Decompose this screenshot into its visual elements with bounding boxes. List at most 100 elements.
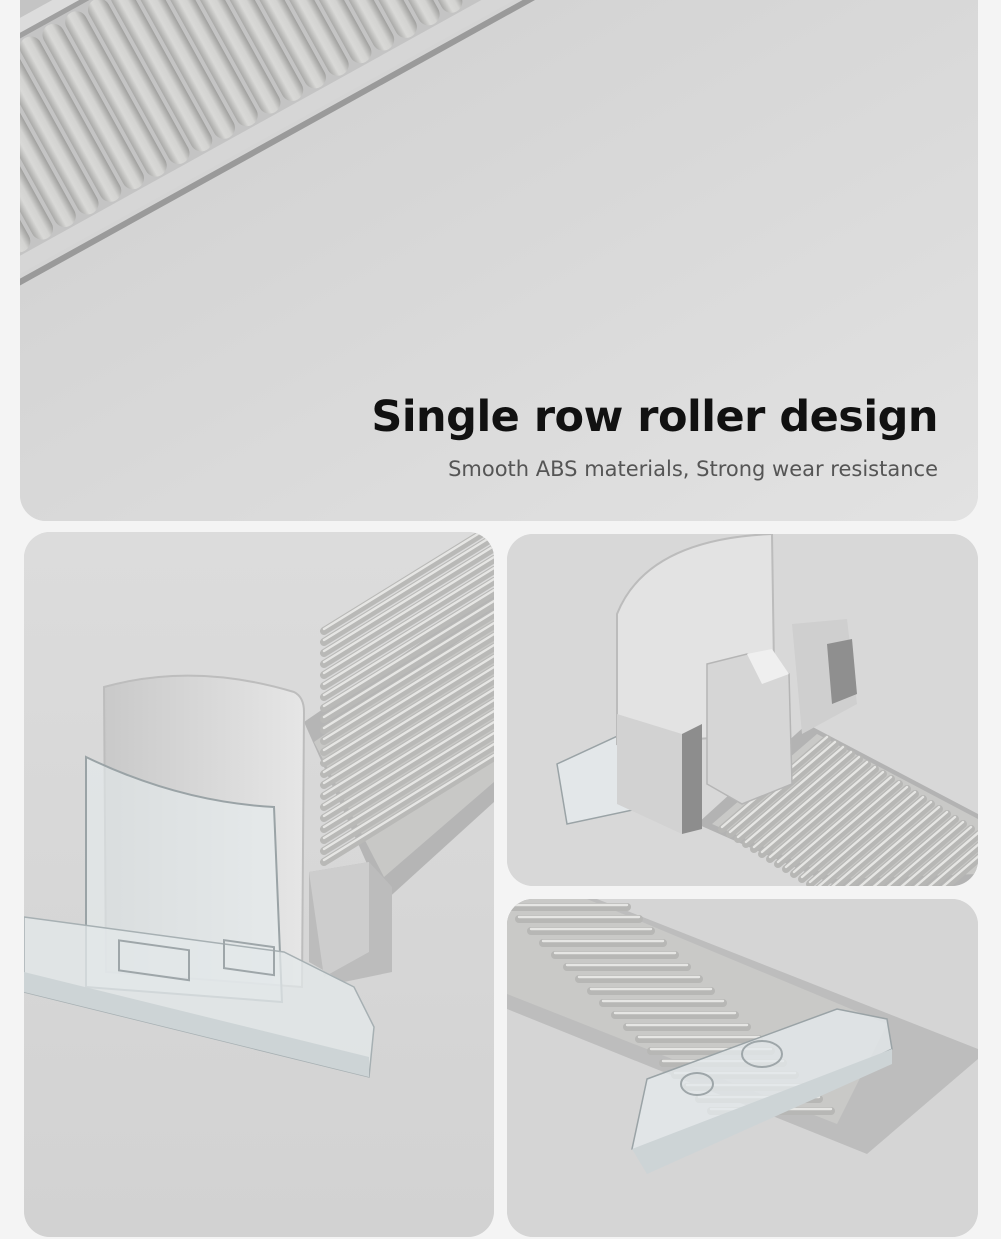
roller-highlight — [844, 805, 941, 886]
roller — [320, 610, 494, 723]
roller — [806, 790, 919, 886]
roller — [320, 665, 494, 778]
roller — [320, 599, 494, 712]
roller-highlight — [858, 810, 949, 886]
roller-highlight — [800, 785, 909, 879]
roller — [110, 0, 213, 152]
roller — [320, 555, 494, 668]
roller — [87, 0, 190, 165]
roller — [320, 532, 492, 635]
roller-highlight — [322, 621, 494, 730]
roller — [292, 0, 395, 51]
roller-highlight — [872, 815, 957, 886]
roller-highlight — [744, 750, 853, 844]
roller — [20, 36, 122, 202]
roller — [320, 731, 494, 844]
roller-highlight — [792, 780, 901, 874]
roller — [247, 0, 349, 76]
roller — [734, 745, 847, 843]
roller — [320, 566, 494, 679]
roller-highlight — [768, 765, 877, 859]
pusher-back-photo — [507, 534, 978, 886]
roller — [320, 753, 494, 866]
roller-highlight — [752, 755, 861, 849]
roller — [320, 687, 494, 800]
front-stop-photo — [507, 899, 978, 1237]
roller-highlight — [322, 610, 494, 719]
roller — [320, 742, 494, 855]
roller-highlight — [736, 745, 845, 839]
hero-photo-panel: Single row roller design Smooth ABS mate… — [20, 0, 978, 521]
roller — [815, 795, 927, 886]
roller-highlight — [914, 831, 978, 886]
roller-highlight — [941, 854, 978, 886]
roller-highlight — [322, 588, 494, 697]
roller — [843, 805, 943, 886]
roller — [726, 740, 839, 838]
roller — [926, 841, 978, 886]
roller — [320, 676, 494, 789]
roller-highlight — [322, 654, 494, 763]
headline-subtitle: Smooth ABS materials, Strong wear resist… — [448, 457, 938, 481]
roller — [133, 0, 235, 139]
roller-highlight — [322, 676, 494, 785]
pusher-front-photo — [24, 532, 494, 1237]
roller — [320, 709, 494, 822]
roller-highlight — [927, 843, 978, 886]
roller — [742, 750, 855, 848]
roller — [320, 654, 494, 767]
roller-highlight — [817, 795, 925, 886]
roller — [320, 544, 494, 657]
roller-highlight — [784, 775, 893, 869]
roller-highlight — [831, 800, 933, 886]
roller — [65, 11, 167, 177]
roller — [269, 0, 372, 64]
roller-highlight — [322, 720, 494, 829]
roller — [320, 643, 494, 756]
roller-highlight — [808, 790, 917, 884]
roller-track-closeup-image — [20, 0, 978, 521]
roller-highlight — [322, 555, 494, 664]
roller-highlight — [322, 533, 494, 642]
roller-highlight — [776, 770, 885, 864]
roller — [320, 577, 494, 690]
roller-highlight — [322, 665, 494, 774]
roller — [758, 760, 871, 858]
roller-highlight — [322, 753, 494, 862]
roller — [320, 720, 494, 833]
roller-highlight — [322, 599, 494, 708]
roller-highlight — [322, 698, 494, 807]
roller — [20, 49, 99, 215]
roller — [939, 853, 978, 886]
roller-highlight — [322, 709, 494, 818]
headline-title: Single row roller design — [371, 392, 938, 442]
roller — [790, 780, 903, 878]
roller-highlight — [322, 687, 494, 796]
roller-highlight — [322, 632, 494, 741]
roller — [156, 0, 258, 127]
roller — [912, 830, 978, 886]
pusher-with-acrylic-plate-image — [24, 532, 494, 1237]
roller — [798, 785, 911, 883]
roller-highlight — [760, 760, 869, 854]
roller — [224, 0, 326, 89]
roller — [766, 765, 879, 863]
acrylic-front-stop-image — [507, 899, 978, 1237]
pusher-back-view-image — [507, 534, 978, 886]
roller — [20, 74, 54, 240]
roller-highlight — [322, 577, 494, 686]
roller — [870, 815, 959, 886]
roller — [774, 770, 887, 868]
roller — [178, 0, 281, 114]
roller-highlight — [886, 820, 965, 886]
roller — [320, 533, 494, 646]
roller — [320, 698, 494, 811]
roller-highlight — [900, 825, 973, 886]
roller-highlight — [322, 544, 494, 653]
roller-highlight — [322, 566, 494, 675]
roller — [42, 23, 144, 190]
roller — [856, 810, 951, 886]
roller — [829, 800, 935, 886]
roller — [201, 0, 304, 102]
roller-highlight — [322, 532, 484, 631]
